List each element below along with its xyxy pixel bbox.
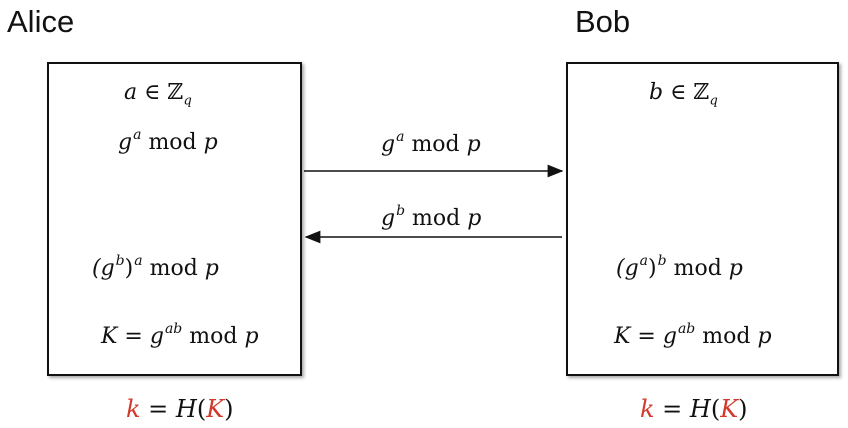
alice-secret: a ∈ ℤq [124,80,192,109]
bob-combine: (ga)b mod p [616,253,743,281]
message-to-bob-label: ga mod p [381,129,481,157]
alice-combine: (gb)a mod p [92,253,219,281]
bob-box [566,62,839,376]
message-to-alice-label: gb mod p [381,203,482,231]
bob-shared-key: K = gab mod p [614,321,772,349]
bob-key-derivation: k = H(K) [640,395,748,423]
alice-shared-key: K = gab mod p [101,321,259,349]
bob-secret: b ∈ ℤq [649,80,718,109]
alice-public-value: ga mod p [118,127,218,155]
alice-key-derivation: k = H(K) [126,395,234,423]
bob-label: Bob [575,4,631,39]
alice-label: Alice [7,4,75,39]
alice-box [47,62,302,376]
